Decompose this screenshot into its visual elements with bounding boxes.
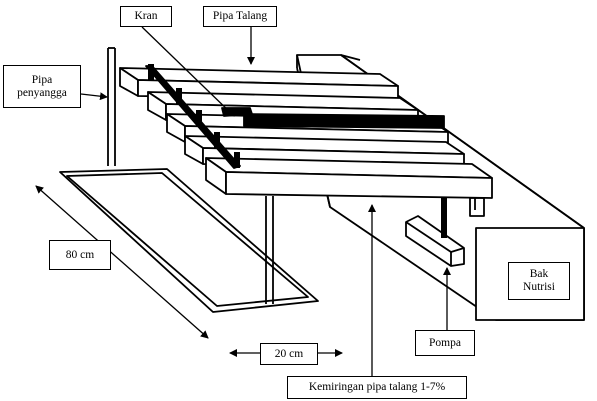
panjang-arrow	[35, 185, 209, 339]
label-kemiringan: Kemiringan pipa talang 1-7%	[287, 376, 467, 399]
label-kran: Kran	[120, 6, 172, 27]
kran-arrow	[141, 26, 235, 117]
pipa-talang-gutters	[119, 67, 493, 199]
label-width-20cm: 20 cm	[260, 343, 318, 365]
pipa-penyangga-arrow	[80, 92, 108, 101]
label-pipa-talang: Pipa Talang	[203, 6, 277, 27]
outlet-pipe	[469, 194, 485, 217]
label-bak-nutrisi: Bak Nutrisi	[508, 262, 570, 300]
pompa-body	[405, 198, 465, 267]
label-length-80cm: 80 cm	[49, 240, 111, 270]
label-pompa: Pompa	[415, 330, 475, 356]
label-pipa-penyangga: Pipa penyangga	[3, 65, 81, 108]
pipa-penyangga	[107, 47, 274, 304]
